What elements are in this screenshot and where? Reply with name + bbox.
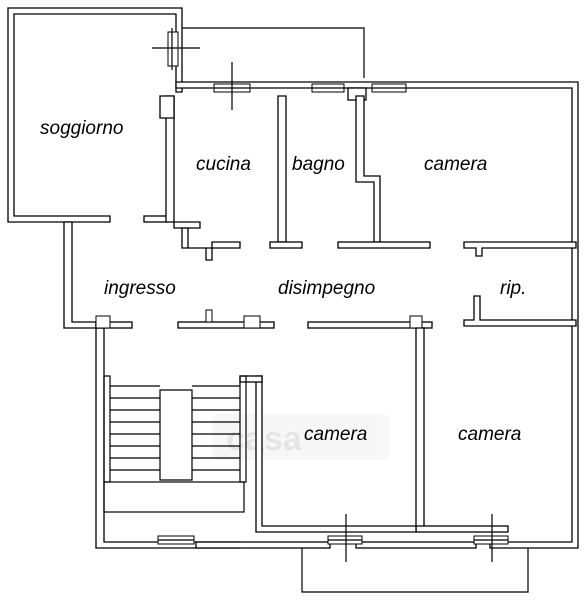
rip-walls [463, 241, 577, 327]
soggiorno-window [167, 31, 179, 67]
label-camera-right: camera [458, 424, 521, 445]
corridor-walls [95, 309, 433, 329]
stair-steps-right [192, 385, 240, 471]
label-camera-mid: camera [304, 424, 367, 445]
balcony-outline-bottom [301, 548, 529, 593]
balcony-outline-top [182, 27, 365, 78]
label-bagno: bagno [292, 154, 345, 175]
label-cucina: cucina [196, 154, 251, 175]
outer-walls [63, 81, 579, 549]
interior-walls-top [173, 95, 431, 261]
stair-steps-left [110, 385, 160, 471]
soggiorno-walls [7, 7, 200, 223]
room-labels: soggiorno cucina bagno camera ingresso d… [40, 118, 526, 445]
label-disimpegno: disimpegno [278, 278, 375, 299]
label-rip: rip. [500, 278, 526, 299]
label-camera-top: camera [424, 154, 487, 175]
label-soggiorno: soggiorno [40, 118, 123, 139]
watermark-text: casa [226, 420, 303, 458]
bottom-windows [157, 514, 509, 562]
staircase [103, 375, 247, 513]
label-ingresso: ingresso [104, 278, 176, 299]
